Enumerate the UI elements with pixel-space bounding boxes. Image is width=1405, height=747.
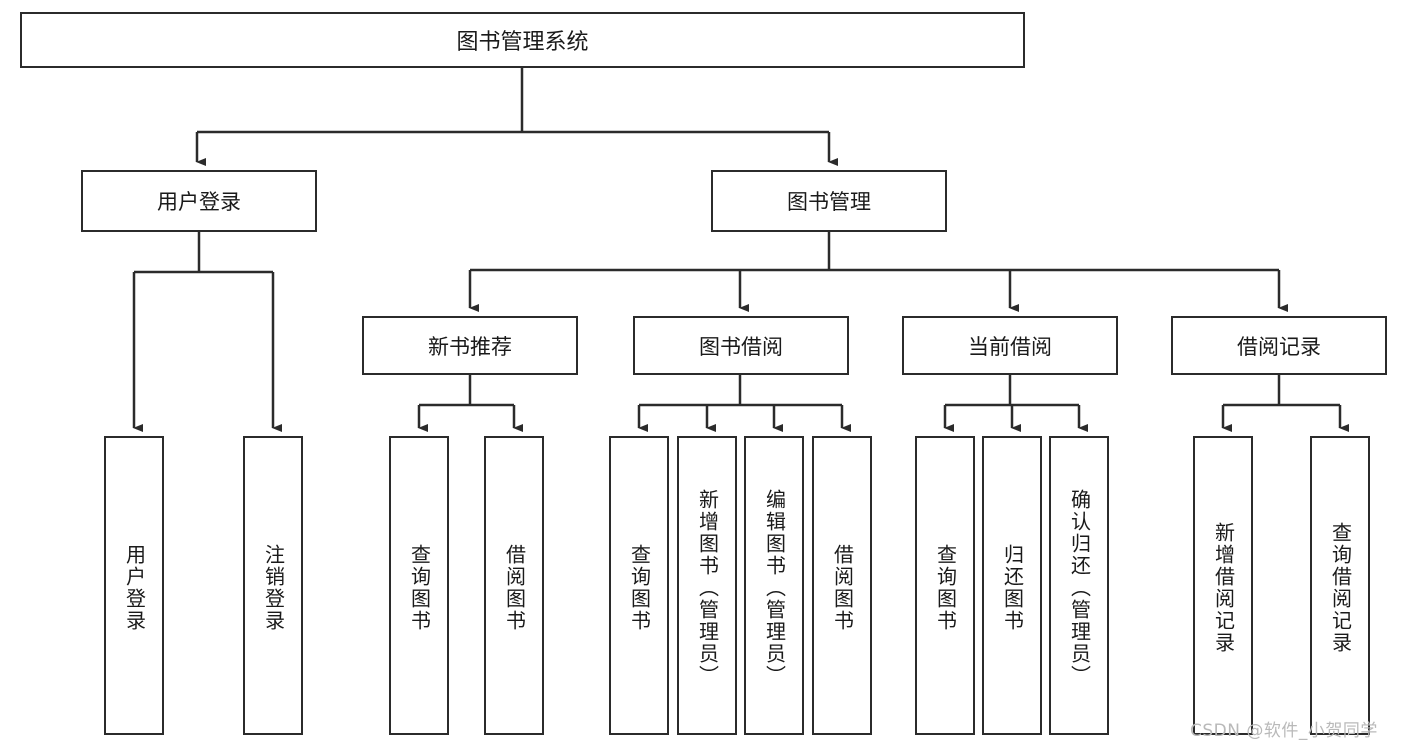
node-leaf-confirm-return-label: 确认归还（管理员） xyxy=(1067,488,1092,687)
node-borrow-record[interactable]: 借阅记录 xyxy=(1171,316,1387,375)
node-leaf-query-book-2-label: 查询图书 xyxy=(627,543,652,632)
node-leaf-user-login-label: 用户登录 xyxy=(122,543,147,632)
node-leaf-borrow-book-1[interactable]: 借阅图书 xyxy=(484,436,544,735)
node-leaf-query-book-1-label: 查询图书 xyxy=(407,543,432,632)
node-leaf-add-book[interactable]: 新增图书（管理员） xyxy=(677,436,737,735)
node-book-borrow-label: 图书借阅 xyxy=(699,334,783,359)
node-current-borrow-label: 当前借阅 xyxy=(968,334,1052,359)
node-user-login-label: 用户登录 xyxy=(157,190,241,214)
node-book-manage[interactable]: 图书管理 xyxy=(711,170,947,232)
node-leaf-borrow-book-2-label: 借阅图书 xyxy=(830,543,855,632)
node-leaf-borrow-book-2[interactable]: 借阅图书 xyxy=(812,436,872,735)
node-leaf-edit-book[interactable]: 编辑图书（管理员） xyxy=(744,436,804,735)
node-leaf-query-book-2[interactable]: 查询图书 xyxy=(609,436,669,735)
node-leaf-query-record-label: 查询借阅记录 xyxy=(1328,521,1353,654)
node-leaf-user-logout-label: 注销登录 xyxy=(261,543,286,632)
node-leaf-edit-book-label: 编辑图书（管理员） xyxy=(762,488,787,687)
node-leaf-user-logout[interactable]: 注销登录 xyxy=(243,436,303,735)
node-new-book-rec[interactable]: 新书推荐 xyxy=(362,316,578,375)
node-leaf-return-book[interactable]: 归还图书 xyxy=(982,436,1042,735)
node-leaf-query-record[interactable]: 查询借阅记录 xyxy=(1310,436,1370,735)
node-book-borrow[interactable]: 图书借阅 xyxy=(633,316,849,375)
node-new-book-rec-label: 新书推荐 xyxy=(428,334,512,359)
node-leaf-query-book-3[interactable]: 查询图书 xyxy=(915,436,975,735)
node-user-login[interactable]: 用户登录 xyxy=(81,170,317,232)
node-current-borrow[interactable]: 当前借阅 xyxy=(902,316,1118,375)
node-leaf-borrow-book-1-label: 借阅图书 xyxy=(502,543,527,632)
node-root[interactable]: 图书管理系统 xyxy=(20,12,1025,68)
node-leaf-add-book-label: 新增图书（管理员） xyxy=(695,488,720,687)
node-leaf-query-book-1[interactable]: 查询图书 xyxy=(389,436,449,735)
node-leaf-return-book-label: 归还图书 xyxy=(1000,543,1025,632)
node-root-label: 图书管理系统 xyxy=(456,30,589,55)
node-book-manage-label: 图书管理 xyxy=(787,190,871,214)
node-leaf-add-record[interactable]: 新增借阅记录 xyxy=(1193,436,1253,735)
node-leaf-user-login[interactable]: 用户登录 xyxy=(104,436,164,735)
node-leaf-query-book-3-label: 查询图书 xyxy=(933,543,958,632)
node-leaf-confirm-return[interactable]: 确认归还（管理员） xyxy=(1049,436,1109,735)
node-leaf-add-record-label: 新增借阅记录 xyxy=(1211,521,1236,654)
node-borrow-record-label: 借阅记录 xyxy=(1237,334,1321,359)
